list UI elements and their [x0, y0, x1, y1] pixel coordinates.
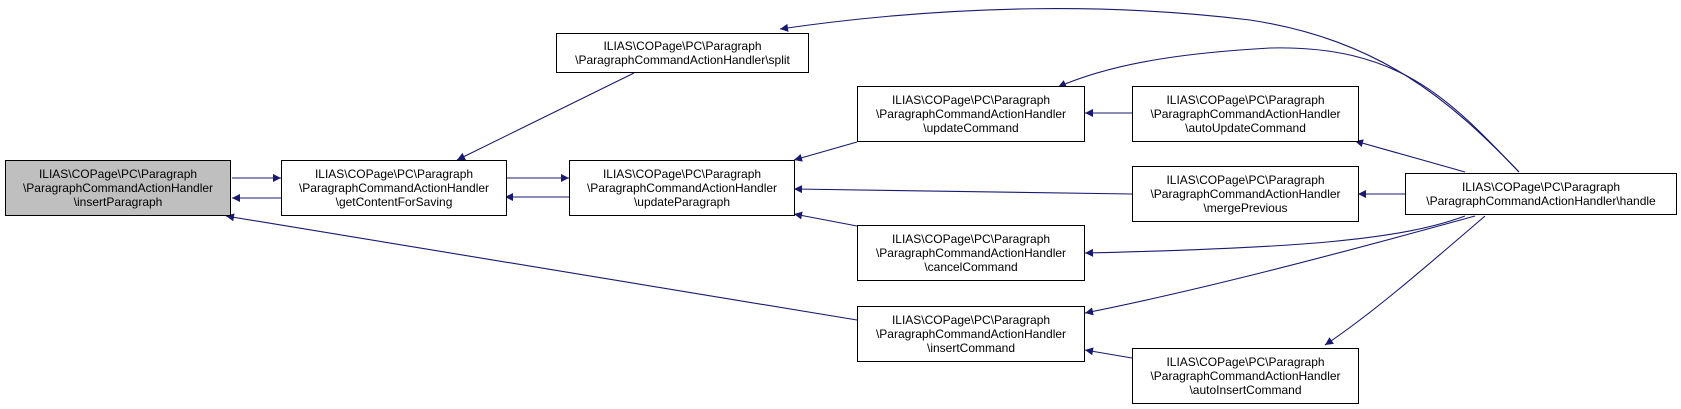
edge-handle-to-autoinsertcommand [1324, 215, 1486, 346]
node-line: \insertParagraph [73, 195, 163, 209]
node-auto-insert-command[interactable]: ILIAS\COPage\PC\Paragraph \ParagraphComm… [1132, 348, 1359, 404]
node-line: ILIAS\COPage\PC\Paragraph [1166, 355, 1325, 369]
node-line: \insertCommand [926, 341, 1016, 355]
node-line: \ParagraphCommandActionHandler [1150, 107, 1341, 121]
node-line: ILIAS\COPage\PC\Paragraph [603, 39, 762, 53]
node-line: ILIAS\COPage\PC\Paragraph [1461, 180, 1621, 194]
node-merge-previous[interactable]: ILIAS\COPage\PC\Paragraph \ParagraphComm… [1132, 166, 1359, 222]
node-insert-paragraph[interactable]: ILIAS\COPage\PC\Paragraph \ParagraphComm… [5, 160, 231, 216]
node-line: \ParagraphCommandActionHandler\split [575, 53, 790, 67]
node-handle[interactable]: ILIAS\COPage\PC\Paragraph \ParagraphComm… [1405, 173, 1677, 215]
node-line: ILIAS\COPage\PC\Paragraph [602, 167, 762, 181]
node-line: ILIAS\COPage\PC\Paragraph [891, 232, 1051, 246]
node-line: \ParagraphCommandActionHandler [875, 246, 1067, 260]
edge-handle-to-split [779, 8, 1520, 173]
node-line: \ParagraphCommandActionHandler [875, 107, 1067, 121]
edge-updatecommand-to-updateparagraph [793, 141, 858, 162]
node-line: ILIAS\COPage\PC\Paragraph [891, 313, 1051, 327]
node-line: \cancelCommand [924, 260, 1018, 274]
node-line: \ParagraphCommandActionHandler [22, 181, 214, 195]
node-line: \ParagraphCommandActionHandler\handle [1426, 194, 1656, 208]
node-line: ILIAS\COPage\PC\Paragraph [314, 167, 474, 181]
node-line: ILIAS\COPage\PC\Paragraph [1166, 93, 1325, 107]
node-line: \autoUpdateCommand [1185, 121, 1306, 135]
node-cancel-command[interactable]: ILIAS\COPage\PC\Paragraph \ParagraphComm… [857, 225, 1085, 281]
node-line: ILIAS\COPage\PC\Paragraph [38, 167, 198, 181]
node-line: \getContentForSaving [335, 195, 453, 209]
node-line: \autoInsertCommand [1189, 383, 1302, 397]
edge-mergeprevious-to-updateparagraph [793, 185, 1133, 195]
edge-handle-to-updatecommand [1057, 47, 1520, 173]
edge-handle-to-insertcommand [1084, 215, 1476, 316]
node-auto-update-command[interactable]: ILIAS\COPage\PC\Paragraph \ParagraphComm… [1132, 86, 1359, 142]
edge-insertcommand-to-insertparagraph [225, 213, 858, 321]
node-line: \updateCommand [923, 121, 1019, 135]
node-line: \ParagraphCommandActionHandler [875, 327, 1067, 341]
node-line: \ParagraphCommandActionHandler [1150, 369, 1341, 383]
node-line: ILIAS\COPage\PC\Paragraph [1166, 173, 1325, 187]
node-insert-command[interactable]: ILIAS\COPage\PC\Paragraph \ParagraphComm… [857, 306, 1085, 362]
node-line: \updateParagraph [633, 195, 731, 209]
node-line: \ParagraphCommandActionHandler [298, 181, 490, 195]
edge-handle-to-cancelcommand [1084, 215, 1466, 257]
node-line: ILIAS\COPage\PC\Paragraph [891, 93, 1051, 107]
node-get-content-for-saving[interactable]: ILIAS\COPage\PC\Paragraph \ParagraphComm… [281, 160, 507, 216]
edge-cancelcommand-to-updateparagraph [793, 211, 858, 227]
node-line: \ParagraphCommandActionHandler [586, 181, 778, 195]
node-update-command[interactable]: ILIAS\COPage\PC\Paragraph \ParagraphComm… [857, 86, 1085, 142]
node-line: \mergePrevious [1203, 201, 1288, 215]
node-split[interactable]: ILIAS\COPage\PC\Paragraph \ParagraphComm… [556, 33, 809, 73]
edge-autoinsertcommand-to-insertcommand [1084, 347, 1133, 359]
edge-split-to-getcontentforsaving [456, 72, 635, 161]
edge-handle-to-autoupdatecommand [1354, 139, 1466, 173]
node-update-paragraph[interactable]: ILIAS\COPage\PC\Paragraph \ParagraphComm… [569, 160, 795, 216]
node-line: \ParagraphCommandActionHandler [1150, 187, 1341, 201]
